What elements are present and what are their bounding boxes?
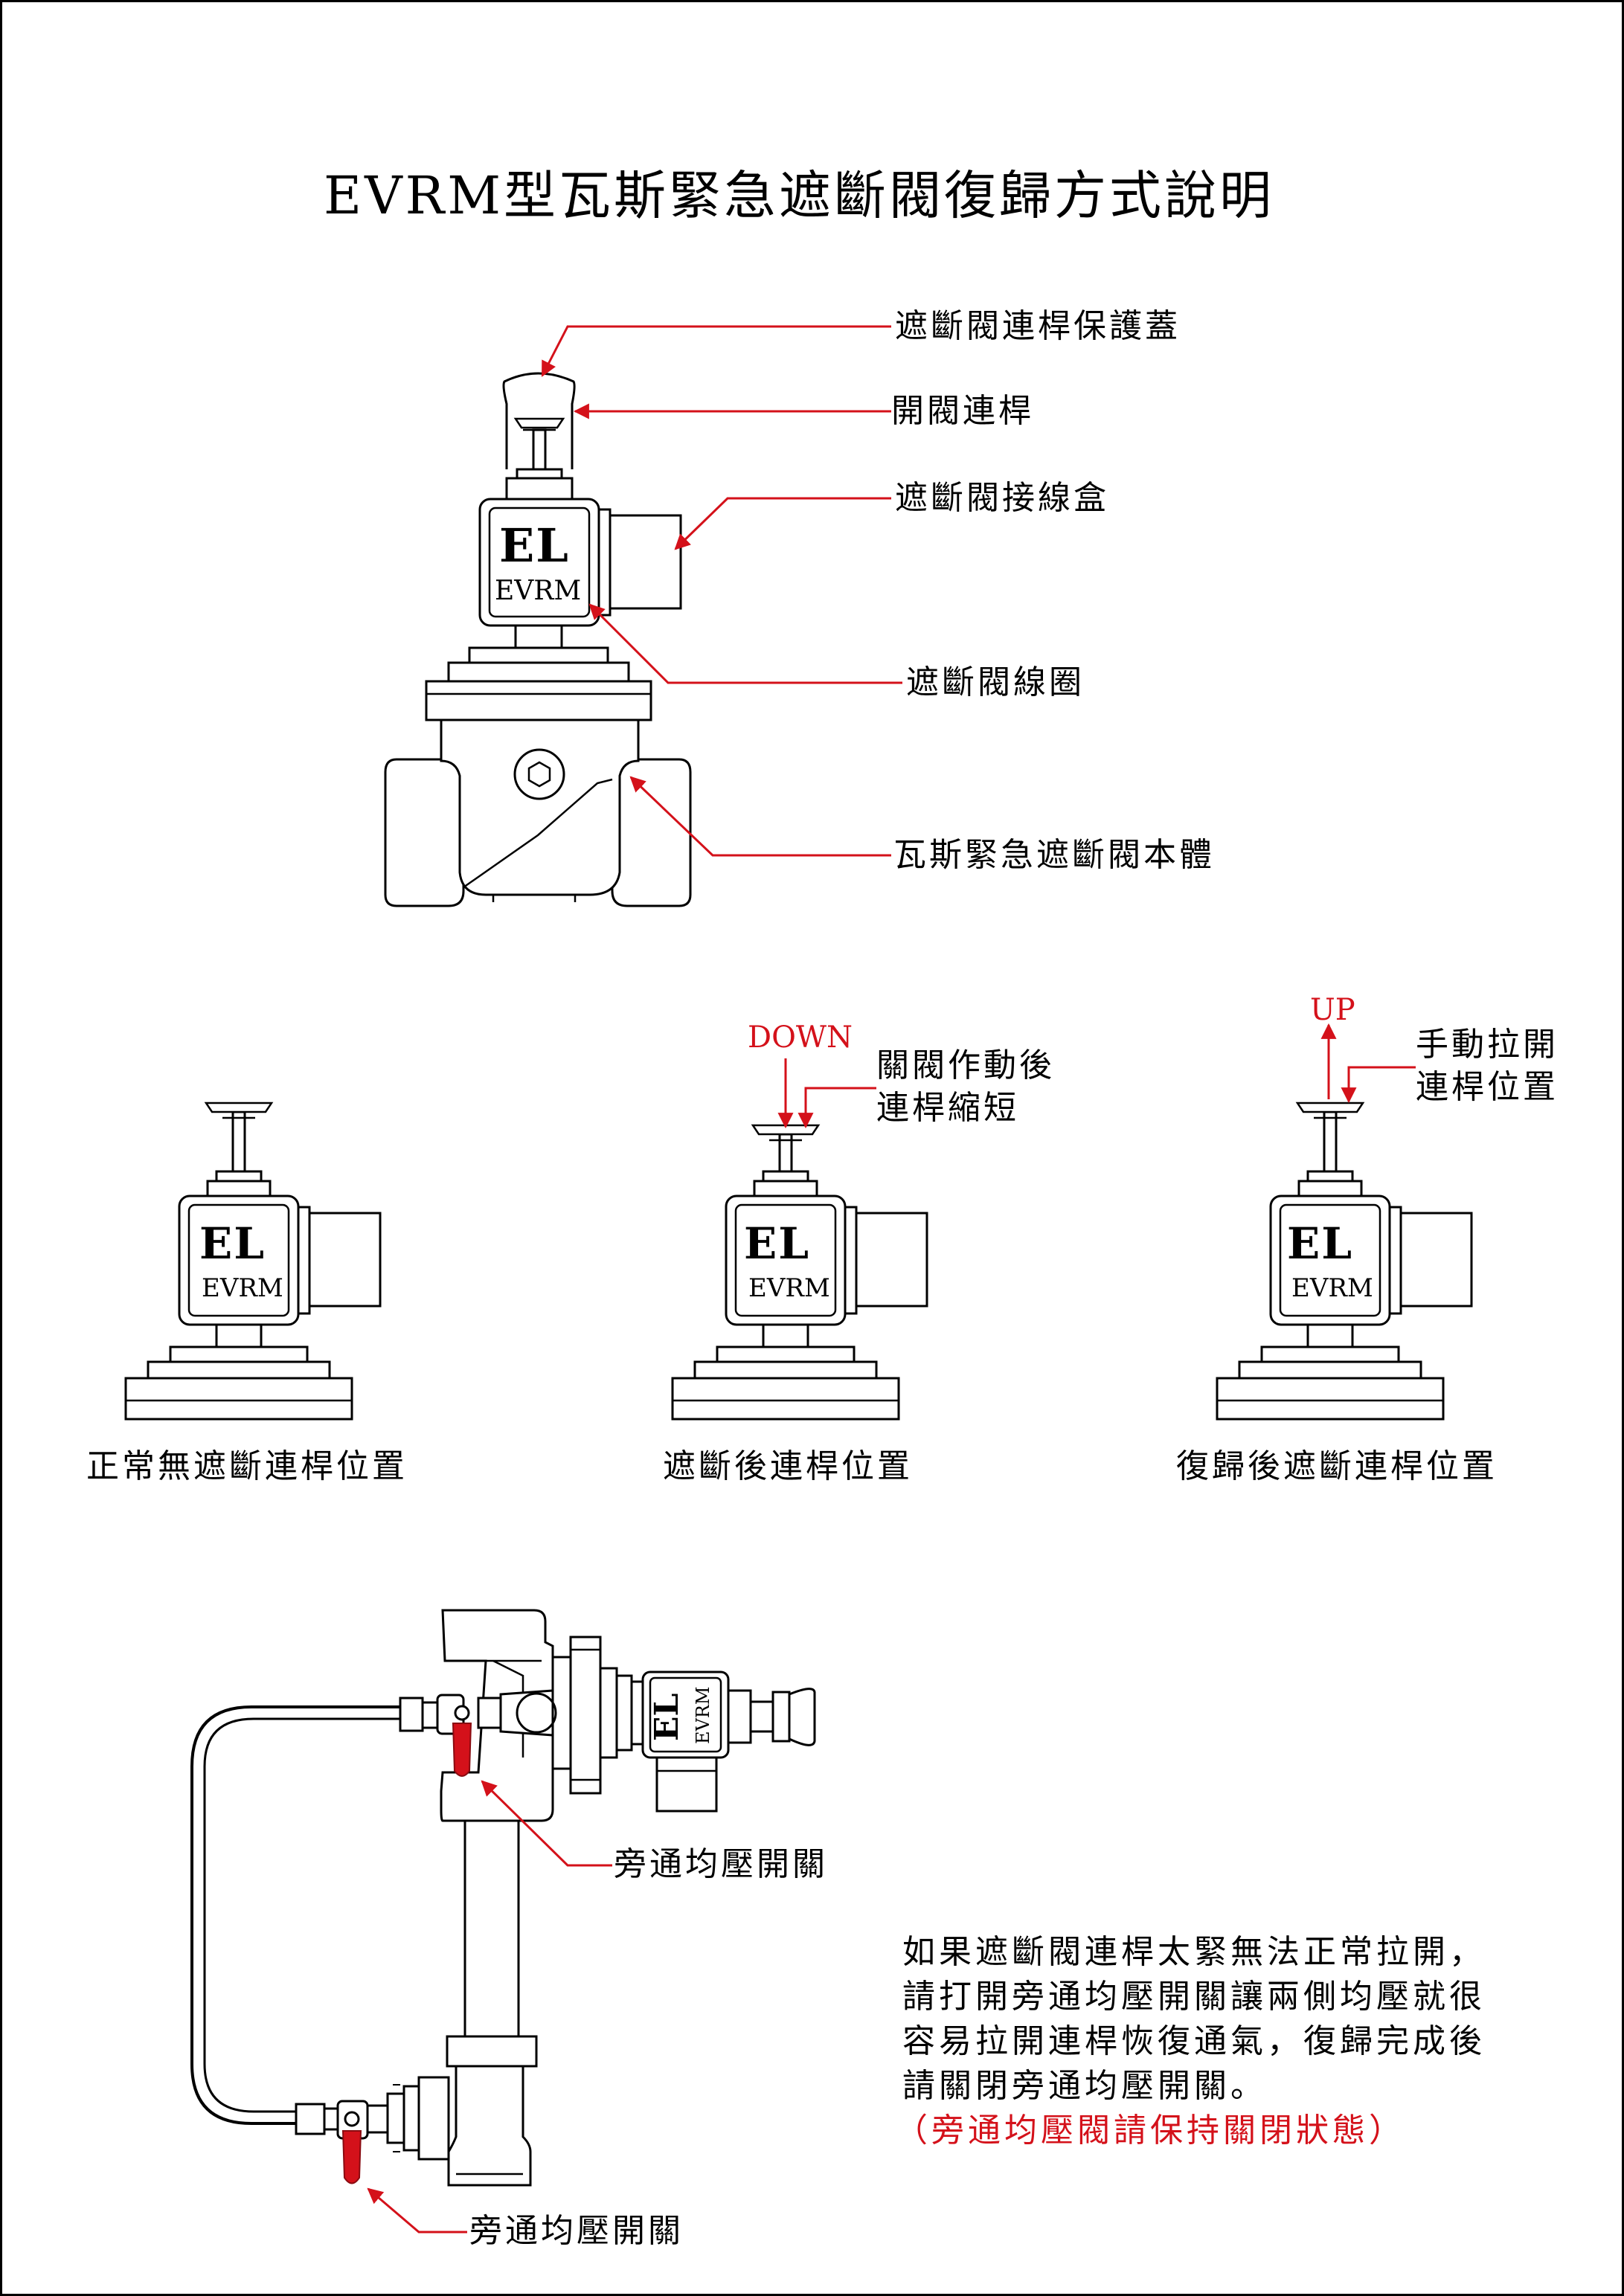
brand-logo: EL — [499, 518, 570, 573]
instruction-warning: （旁通均壓閥請保持關閉狀態） — [895, 2112, 1405, 2149]
label-cover: 遮斷閥連桿保護蓋 — [895, 307, 1181, 345]
state-caption-reset: 復歸後遮斷連桿位置 — [1176, 1447, 1498, 1485]
note-reset-line2: 連桿位置 — [1416, 1068, 1559, 1106]
label-bypass-switch-bottom: 旁通均壓開關 — [469, 2212, 684, 2250]
note-tripped-line1: 關閥作動後 — [876, 1046, 1055, 1084]
instructions: 如果遮斷閥連桿太緊無法正常拉開， 請打開旁通均壓開關讓兩側均壓就很 容易拉開連桿… — [895, 1930, 1486, 2153]
bypass-assembly — [190, 1609, 816, 2187]
label-bypass-switch-top: 旁通均壓開關 — [614, 1845, 828, 1883]
state-arrows — [777, 1023, 1416, 1129]
state1-brand-logo: EL — [199, 1218, 266, 1269]
state-valve-1 — [124, 1102, 382, 1421]
label-junction-box: 遮斷閥接線盒 — [895, 479, 1109, 517]
bypass-leaders — [367, 1780, 612, 2234]
instruction-line-4: 請關閉旁通均壓開關。 — [902, 2067, 1267, 2105]
state3-brand-model: EVRM — [1291, 1273, 1373, 1303]
instruction-line-3: 容易拉開連桿恢復通氣，復歸完成後 — [902, 2022, 1486, 2060]
state-valve-3 — [1216, 1102, 1473, 1421]
bypass-brand-logo: EL — [648, 1693, 686, 1741]
label-coil: 遮斷閥線圈 — [906, 663, 1085, 701]
state2-brand-logo: EL — [744, 1218, 810, 1269]
bypass-handles — [341, 1723, 472, 2184]
label-rod: 開閥連桿 — [891, 392, 1034, 430]
main-valve — [384, 372, 692, 907]
state2-brand-model: EVRM — [748, 1273, 830, 1303]
state-caption-normal: 正常無遮斷連桿位置 — [86, 1447, 408, 1485]
arrow-tag-down: DOWN — [748, 1020, 853, 1055]
instruction-line-1: 如果遮斷閥連桿太緊無法正常拉開， — [902, 1933, 1486, 1971]
state-caption-tripped: 遮斷後連桿位置 — [663, 1447, 913, 1485]
page-title: EVRM型瓦斯緊急遮斷閥復歸方式說明 — [324, 165, 1275, 226]
main-valve-leaders — [541, 325, 902, 857]
state1-brand-model: EVRM — [202, 1273, 283, 1303]
instruction-line-2: 請打開旁通均壓開關讓兩側均壓就很 — [902, 1978, 1486, 2016]
bypass-brand-model: EVRM — [693, 1686, 713, 1745]
brand-model: EVRM — [495, 576, 582, 606]
note-tripped-line2: 連桿縮短 — [876, 1089, 1019, 1127]
state-valve-2 — [671, 1124, 928, 1421]
state3-brand-logo: EL — [1287, 1218, 1353, 1269]
label-body: 瓦斯緊急遮斷閥本體 — [893, 836, 1215, 874]
note-reset-line1: 手動拉開 — [1416, 1026, 1559, 1064]
arrow-tag-up: UP — [1310, 993, 1355, 1027]
